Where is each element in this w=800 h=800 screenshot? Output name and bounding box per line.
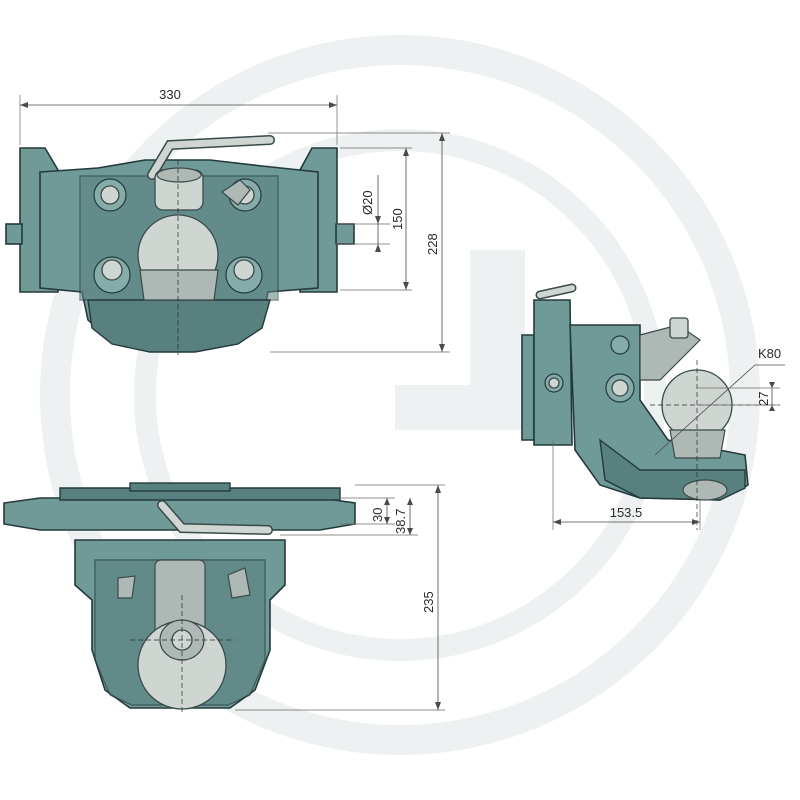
dim-height-235: 235 — [235, 484, 445, 711]
side-view — [521, 283, 780, 530]
dim-ball-k80: K80 — [654, 346, 785, 456]
dim-width-330: 330 — [19, 87, 338, 145]
dim-label-235: 235 — [421, 591, 436, 613]
dim-label-150: 150 — [390, 208, 405, 230]
dim-label-38-7: 38.7 — [393, 509, 408, 534]
front-view — [5, 135, 355, 355]
dim-plate-38-7: 38.7 — [280, 498, 418, 536]
top-view — [3, 482, 356, 715]
dim-label-330: 330 — [159, 87, 181, 102]
dim-label-153-5: 153.5 — [610, 505, 643, 520]
dim-height-150: 150 — [340, 147, 412, 291]
dim-dia-20: Ø20 — [335, 175, 390, 252]
dim-label-27: 27 — [756, 392, 771, 406]
dim-label-228: 228 — [425, 233, 440, 255]
dim-label-dia-20: Ø20 — [360, 190, 375, 215]
dim-label-30: 30 — [370, 508, 385, 522]
dim-label-k80: K80 — [758, 346, 781, 361]
g-logo-icon — [40, 35, 760, 755]
dim-plate-30: 30 — [340, 497, 395, 525]
dim-height-228: 228 — [268, 132, 450, 353]
dim-offset-27: 27 — [697, 382, 780, 411]
dim-reach-153-5: 153.5 — [552, 440, 701, 530]
